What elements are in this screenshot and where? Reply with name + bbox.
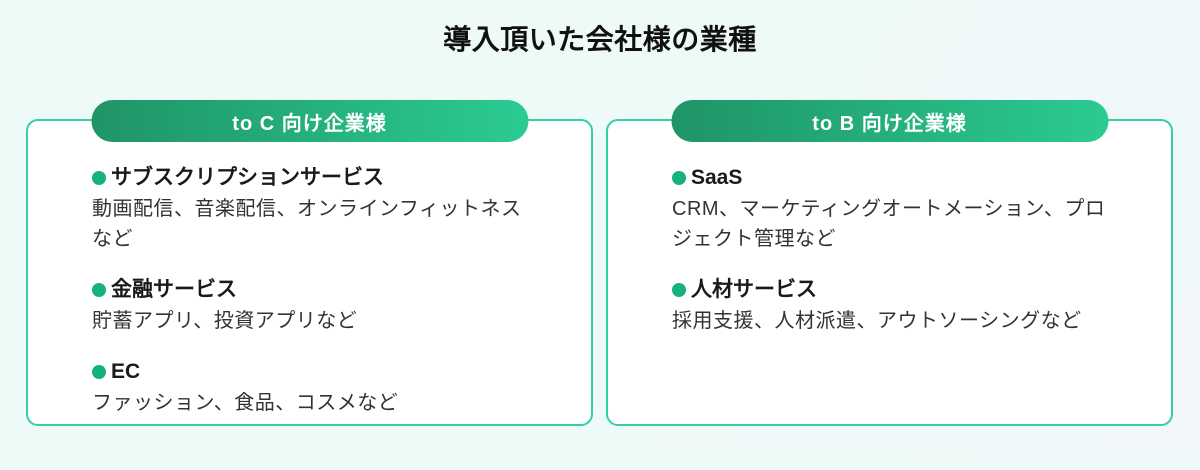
industry-title: EC	[111, 360, 141, 384]
cards-row: to C 向け企業様 サブスクリプションサービス 動画配信、音楽配信、オンライン…	[26, 100, 1173, 427]
industry-description: 動画配信、音楽配信、オンラインフィットネス など	[92, 198, 522, 251]
bullet-dot-icon	[672, 170, 686, 185]
card-to-c-header-label: to C 向け企業様	[232, 112, 387, 135]
bullet-dot-icon	[92, 282, 106, 297]
industry-description: 貯蓄アプリ、投資アプリなど	[92, 310, 358, 333]
card-to-b-header: to B 向け企業様	[671, 100, 1108, 143]
industry-item-subscription: サブスクリプションサービス 動画配信、音楽配信、オンラインフィットネス など	[92, 163, 547, 254]
industry-item-title-row: 金融サービス	[92, 275, 547, 304]
industry-item-title-row: SaaS	[672, 163, 1127, 192]
bullet-dot-icon	[92, 170, 106, 185]
industry-item-title-row: 人材サービス	[672, 275, 1127, 304]
bullet-dot-icon	[672, 282, 686, 297]
industry-item-hr: 人材サービス 採用支援、人材派遣、アウトソーシングなど	[672, 275, 1127, 336]
industry-item-finance: 金融サービス 貯蓄アプリ、投資アプリなど	[92, 275, 547, 336]
section-title: 導入頂いた会社様の業種	[443, 24, 757, 55]
card-to-b-header-label: to B 向け企業様	[812, 112, 967, 135]
bullet-dot-icon	[92, 364, 106, 379]
industry-item-title-row: EC	[92, 357, 547, 386]
industry-description: 採用支援、人材派遣、アウトソーシングなど	[672, 310, 1082, 333]
industry-title: 金融サービス	[111, 278, 237, 302]
industry-title: 人材サービス	[691, 278, 817, 302]
industry-item-saas: SaaS CRM、マーケティングオートメーション、プロ ジェクト管理など	[672, 163, 1127, 254]
industry-item-title-row: サブスクリプションサービス	[92, 163, 547, 192]
industry-item-ec: EC ファッション、食品、コスメなど	[92, 357, 547, 418]
industry-description: CRM、マーケティングオートメーション、プロ ジェクト管理など	[672, 198, 1106, 251]
industry-description: ファッション、食品、コスメなど	[92, 392, 399, 415]
industry-title: サブスクリプションサービス	[111, 166, 384, 190]
industries-section: 導入頂いた会社様の業種 to C 向け企業様 サブスクリプションサービス 動画配…	[0, 22, 1200, 427]
card-to-b: to B 向け企業様 SaaS CRM、マーケティングオートメーション、プロ ジ…	[606, 100, 1173, 427]
card-to-c: to C 向け企業様 サブスクリプションサービス 動画配信、音楽配信、オンライン…	[26, 100, 593, 427]
card-to-c-header: to C 向け企業様	[91, 100, 528, 143]
industry-title: SaaS	[691, 166, 743, 190]
